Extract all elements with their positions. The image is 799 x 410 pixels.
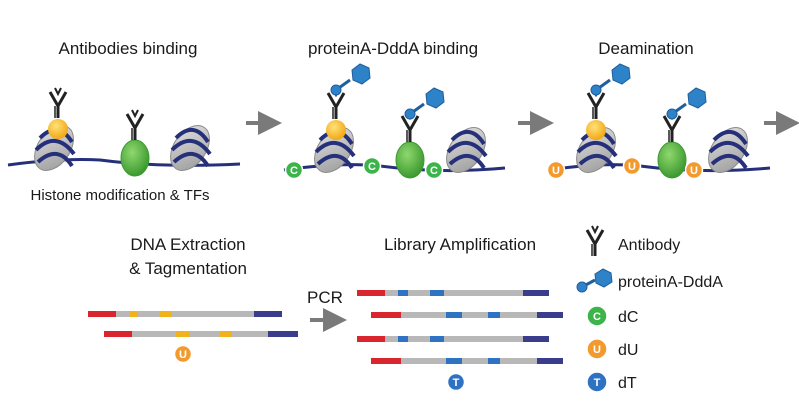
du-badge-3b: U xyxy=(622,156,642,176)
tf-2 xyxy=(395,141,425,179)
fragment-4b xyxy=(104,331,298,337)
svg-text:T: T xyxy=(453,377,460,389)
dddA-2a xyxy=(329,62,372,97)
antibody-1b xyxy=(125,108,145,142)
legend-du-icon: U xyxy=(586,338,608,360)
read-5c xyxy=(357,336,549,342)
svg-text:U: U xyxy=(690,165,698,177)
histone-mark-2 xyxy=(326,120,346,140)
dc-badge-2c: C xyxy=(424,160,444,180)
svg-text:U: U xyxy=(552,165,560,177)
legend-dt-label: dT xyxy=(618,375,637,392)
legend-dt-icon: T xyxy=(586,371,608,393)
dddA-3a xyxy=(589,62,632,97)
legend-proteinA-DddA-icon xyxy=(576,268,613,293)
fragment-4a xyxy=(88,311,282,317)
dc-badge-2a: C xyxy=(284,160,304,180)
legend-proteinA-DddA-label: proteinA-DddA xyxy=(618,274,723,291)
legend-dc-label: dC xyxy=(618,309,638,326)
dc-badge-2b: C xyxy=(362,156,382,176)
read-5b xyxy=(371,312,563,318)
pcr-label: PCR xyxy=(307,288,343,307)
step1-title: Antibodies binding xyxy=(59,39,198,58)
du-badge-3a: U xyxy=(546,160,566,180)
step2-title: proteinA-DddA binding xyxy=(308,39,478,58)
svg-text:C: C xyxy=(430,165,438,177)
dddA-3b xyxy=(665,86,708,121)
histone-mark-3 xyxy=(586,120,606,140)
legend-antibody-icon xyxy=(585,224,605,258)
svg-text:C: C xyxy=(290,165,298,177)
svg-text:C: C xyxy=(368,161,376,173)
svg-text:T: T xyxy=(594,377,601,389)
read-5a xyxy=(357,290,549,296)
legend: Antibody proteinA-DddA C dC U dU T dT xyxy=(576,224,723,393)
antibody-1a xyxy=(48,86,68,120)
step3-title: Deamination xyxy=(598,39,693,58)
dt-badge-5: T xyxy=(446,372,466,392)
svg-text:U: U xyxy=(628,161,636,173)
step5-title: Library Amplification xyxy=(384,235,536,254)
tf-3 xyxy=(657,141,687,179)
du-badge-3c: U xyxy=(684,160,704,180)
step4-title-line1: DNA Extraction xyxy=(130,235,245,254)
step4-title-line2: & Tagmentation xyxy=(129,259,247,278)
legend-du-label: dU xyxy=(618,342,638,359)
legend-antibody-label: Antibody xyxy=(618,237,680,254)
histone-mark-1 xyxy=(48,119,68,139)
nucleosome-1b xyxy=(160,116,220,180)
du-badge-4: U xyxy=(173,344,193,364)
step1-note: Histone modification & TFs xyxy=(31,187,210,204)
svg-text:U: U xyxy=(179,349,187,361)
read-5d xyxy=(371,358,563,364)
svg-text:U: U xyxy=(593,344,601,356)
tf-1 xyxy=(120,139,150,177)
svg-text:C: C xyxy=(593,311,601,323)
dddA-2b xyxy=(403,86,446,121)
legend-dc-icon: C xyxy=(586,305,608,327)
